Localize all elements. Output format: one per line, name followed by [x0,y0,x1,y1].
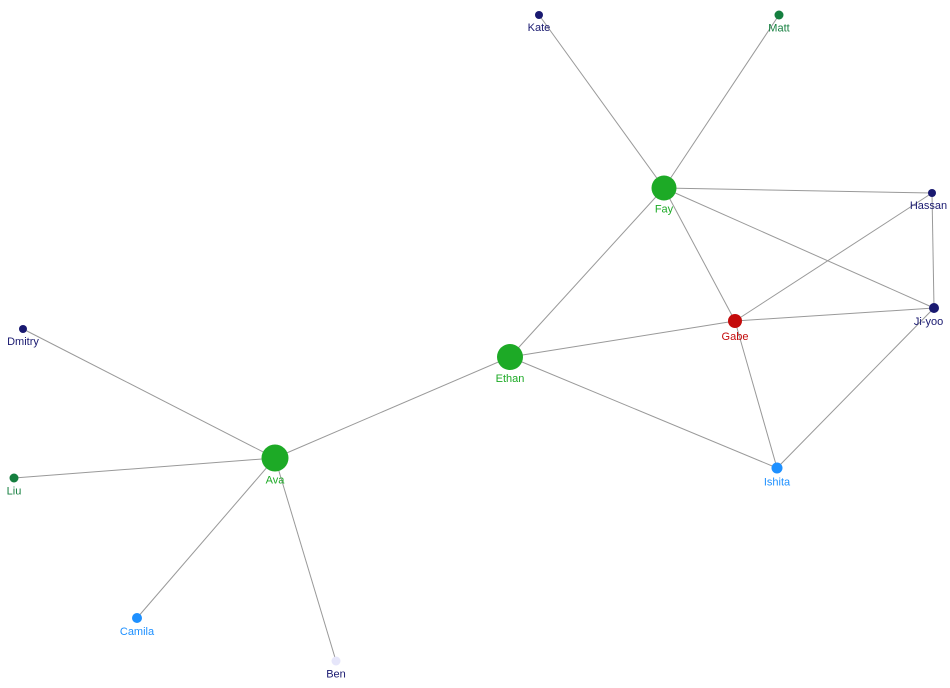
node-Gabe[interactable] [728,314,742,328]
node-Hassan[interactable] [928,189,936,197]
node-Ava[interactable] [261,444,289,472]
edge-Ava-Camila [136,457,276,619]
edge-Matt-Fay [663,14,780,189]
node-label-Ava: Ava [266,475,286,487]
node-Ji-yoo[interactable] [929,303,939,313]
node-label-Ji-yoo: Ji-yoo [914,316,943,328]
node-label-Ishita: Ishita [764,477,791,489]
node-Liu[interactable] [9,473,19,483]
node-Matt[interactable] [774,10,784,20]
edge-Hassan-Ji-yoo [931,192,935,309]
edge-Fay-Ethan [509,187,665,358]
node-label-Matt: Matt [768,23,789,35]
node-label-Gabe: Gabe [722,331,749,343]
node-Ishita[interactable] [771,462,783,474]
node-Kate[interactable] [535,11,543,19]
node-Dmitry[interactable] [19,325,27,333]
node-label-Liu: Liu [7,486,22,498]
edge-Gabe-Ishita [734,320,778,469]
node-label-Hassan: Hassan [910,200,947,212]
edge-Fay-Gabe [663,187,736,322]
edge-Hassan-Gabe [734,192,933,322]
edge-Fay-Hassan [663,187,933,194]
node-label-Ben: Ben [326,669,346,681]
nodes-layer [9,10,939,666]
node-Ethan[interactable] [497,344,523,370]
edges-layer [13,14,935,662]
edge-Fay-Ji-yoo [663,187,935,309]
edge-Ethan-Ishita [509,356,778,469]
node-label-Fay: Fay [655,204,674,216]
edge-Gabe-Ji-yoo [734,307,935,322]
node-Fay[interactable] [651,175,677,201]
edge-Ji-yoo-Ishita [776,307,935,469]
node-Ben[interactable] [331,656,341,666]
edge-Gabe-Ethan [509,320,736,358]
node-label-Camila: Camila [120,626,155,638]
node-label-Ethan: Ethan [496,373,525,385]
edge-Ethan-Ava [274,356,511,459]
edge-Ava-Ben [274,457,337,662]
edge-Ava-Dmitry [22,328,276,459]
node-label-Dmitry: Dmitry [7,336,39,348]
edge-Kate-Fay [538,14,665,189]
edge-Ava-Liu [13,457,276,479]
node-Camila[interactable] [132,613,142,623]
node-label-Kate: Kate [528,22,551,34]
